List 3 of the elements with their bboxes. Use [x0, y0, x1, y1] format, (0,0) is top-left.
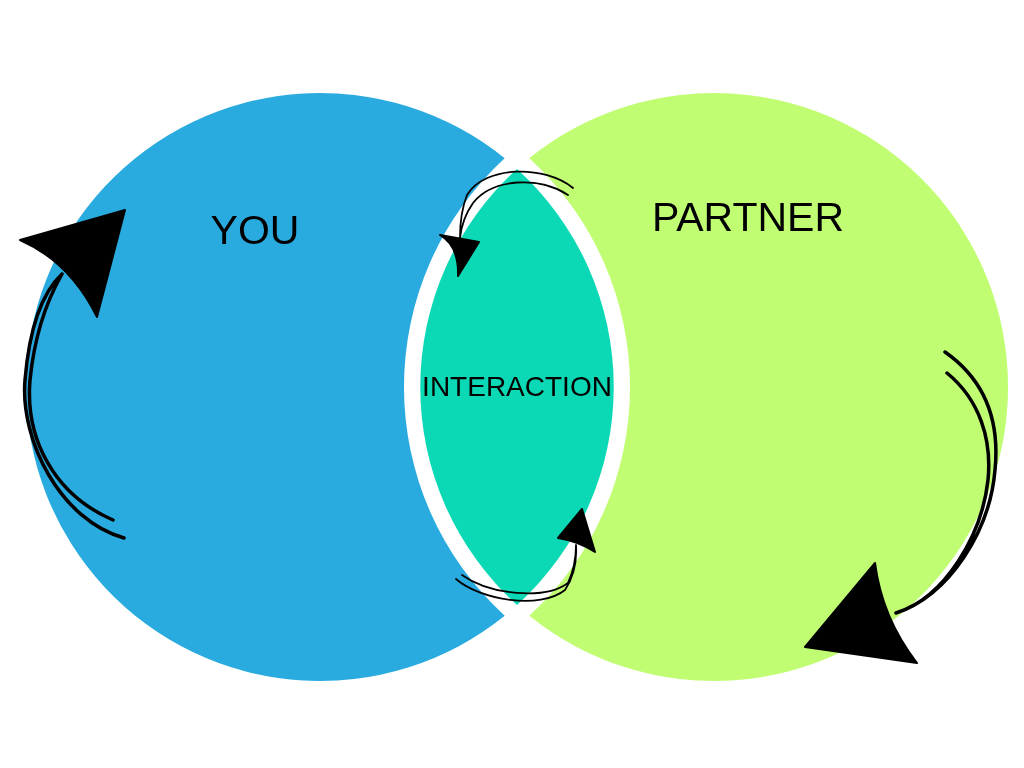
circle-label: PARTNER: [651, 196, 845, 238]
circle-label: YOU: [210, 209, 300, 251]
overlap-label: INTERACTION: [422, 373, 612, 401]
